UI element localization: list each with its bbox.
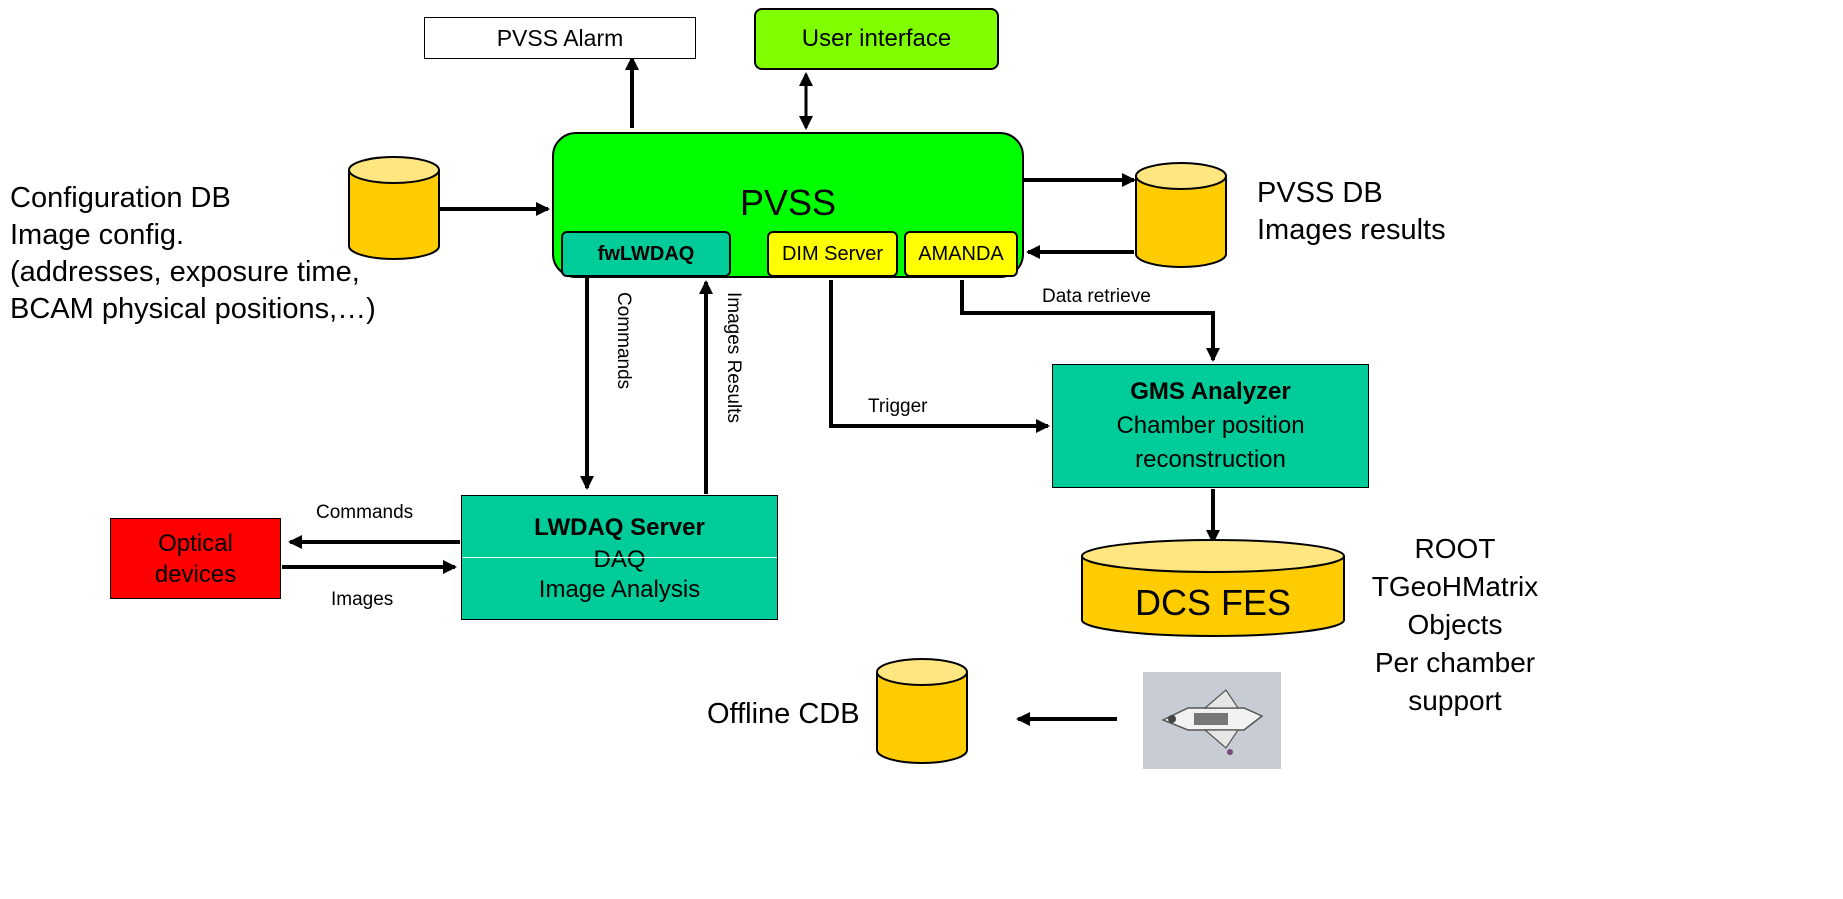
fwlwdaq-box: fwLWDAQ: [561, 231, 731, 277]
pvss-alarm-label: PVSS Alarm: [496, 24, 624, 51]
config-line-2: Image config.: [10, 219, 185, 251]
fwlwdaq-label: fwLWDAQ: [597, 242, 695, 265]
gms-analyzer-box: GMS Analyzer Chamber position reconstruc…: [1052, 364, 1369, 488]
pvss-db-text: PVSS DB Images results: [1257, 175, 1446, 249]
images-label: Images: [331, 589, 394, 610]
user-interface-label: User interface: [801, 25, 952, 52]
space-shuttle-icon: [1143, 672, 1281, 769]
gms-title: GMS Analyzer: [1130, 378, 1291, 405]
optical-line2: devices: [154, 560, 237, 588]
pvss-db-cylinder-icon: [1135, 162, 1227, 268]
config-line-4: BCAM physical positions,…): [10, 293, 376, 325]
root-line-3: Objects: [1407, 609, 1503, 640]
dcs-fes-cylinder-icon: [1081, 539, 1345, 637]
optical-line1: Optical: [158, 529, 233, 557]
lwdaq-image-analysis-label: Image Analysis: [538, 575, 701, 603]
commands-vertical-label: Commands: [613, 292, 634, 390]
root-objects-text: ROOT TGeoHMatrix Objects Per chamber sup…: [1360, 530, 1550, 720]
lwdaq-divider: [462, 557, 777, 558]
lwdaq-title: LWDAQ Server: [534, 513, 705, 541]
data-retrieve-label: Data retrieve: [1042, 286, 1151, 307]
amanda-box: AMANDA: [904, 231, 1018, 277]
arrow-dim-to-gms: [829, 280, 1050, 433]
root-line-4: Per chamber: [1374, 647, 1536, 678]
user-interface-box: User interface: [754, 8, 999, 70]
pvss-db-line-1: PVSS DB: [1257, 177, 1383, 209]
images-results-label: Images Results: [723, 292, 744, 423]
root-line-5: support: [1408, 685, 1502, 716]
dim-server-box: DIM Server: [767, 231, 898, 277]
amanda-label: AMANDA: [918, 242, 1004, 265]
configuration-db-cylinder-icon: [348, 156, 440, 260]
config-line-1: Configuration DB: [10, 182, 231, 214]
pvss-db-line-2: Images results: [1257, 214, 1446, 246]
pvss-alarm-box: PVSS Alarm: [424, 17, 696, 59]
pvss-title: PVSS: [739, 182, 837, 223]
trigger-label: Trigger: [868, 396, 928, 417]
root-line-1: ROOT: [1414, 533, 1496, 564]
dcs-fes-label: DCS FES: [1134, 582, 1292, 623]
commands-horizontal-label: Commands: [316, 502, 414, 523]
dim-server-label: DIM Server: [781, 242, 884, 265]
optical-devices-box: Optical devices: [110, 518, 281, 599]
root-line-2: TGeoHMatrix: [1371, 571, 1539, 602]
config-line-3: (addresses, exposure time,: [10, 256, 360, 288]
gms-line2: reconstruction: [1135, 446, 1286, 473]
configuration-db-text: Configuration DB Image config. (addresse…: [10, 180, 376, 328]
lwdaq-server-box: LWDAQ Server DAQ Image Analysis: [461, 495, 778, 620]
offline-cdb-label: Offline CDB: [707, 698, 860, 730]
offline-cdb-cylinder-icon: [876, 658, 968, 764]
lwdaq-daq-label: DAQ: [593, 545, 646, 573]
gms-line1: Chamber position: [1116, 412, 1305, 439]
arrow-amanda-to-gms: [960, 280, 1220, 362]
